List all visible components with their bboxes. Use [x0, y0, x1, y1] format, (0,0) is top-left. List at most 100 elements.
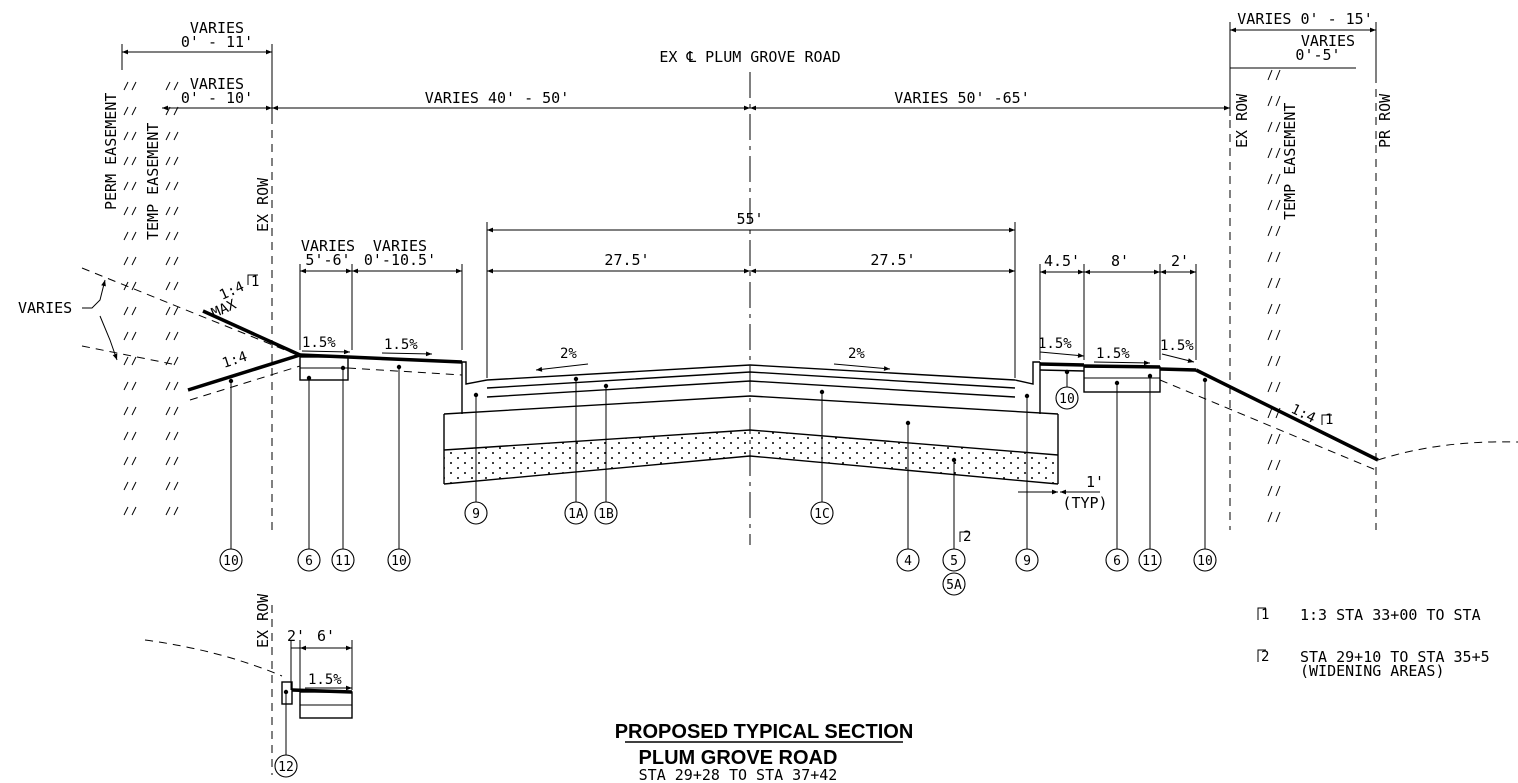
callout-5-label: 5 [950, 554, 958, 569]
flag-right-slope: 1 [1325, 412, 1333, 428]
dim-typ-1: 1' [1086, 473, 1104, 491]
dim-left-top-range: 0' - 11' [181, 33, 253, 51]
dim-varies-side: VARIES [18, 299, 72, 317]
callout-4: 4 [896, 548, 920, 572]
callout-6-a-label: 6 [305, 554, 313, 569]
callout-10-d-label: 10 [1197, 554, 1213, 569]
note-1-text: 1:3 STA 33+00 TO STA [1300, 606, 1481, 624]
callout-1c: 1C [810, 501, 834, 525]
easement-hatch-right [1267, 69, 1281, 523]
callout-1a: 1A [564, 501, 588, 525]
dim-right-sub-varies: VARIES [1301, 32, 1355, 50]
callout-10-c-label: 10 [1059, 392, 1075, 407]
callout-1c-label: 1C [814, 507, 830, 522]
callout-12-label: 12 [278, 760, 294, 775]
title-road: PLUM GROVE ROAD [639, 747, 838, 769]
dim-left-half: VARIES 40' - 50' [425, 89, 570, 107]
dim-pavement-total: 55' [736, 210, 763, 228]
section-dimensions: 55' 27.5' 27.5' VARIES 5'-6' VARIES 0'-1… [18, 210, 1197, 512]
slope-left-low: 1:4 [220, 349, 249, 372]
dim-typ: (TYP) [1062, 494, 1107, 512]
row-lines [271, 75, 1377, 775]
dim-right-sub-range: 0'-5' [1295, 46, 1340, 64]
callout-10-a: 10 [219, 548, 243, 572]
callout-4-label: 4 [904, 554, 912, 569]
callout-11-a: 11 [331, 548, 355, 572]
slope-left-max-word: MAX [209, 297, 239, 322]
slope-right-curb: 1.5% [1038, 336, 1072, 352]
label-ex-row-left: EX ROW [254, 177, 272, 232]
slope-parkway-left: 1.5% [384, 337, 418, 353]
dim-lane-right: 27.5' [870, 251, 915, 269]
callout-9-b-label: 9 [1023, 554, 1031, 569]
callout-10-d: 10 [1193, 548, 1217, 572]
slope-detail: 1.5% [308, 672, 342, 688]
label-temp-easement-right: TEMP EASEMENT [1281, 103, 1299, 220]
note-2-text: STA 29+10 TO STA 35+5 [1300, 648, 1490, 666]
callouts: 10 6 11 10 9 1A 1B 1C 4 5 5A 9 6 11 10 10 12 [219, 364, 1217, 778]
callout-10-a-label: 10 [223, 554, 239, 569]
slope-labels: 1:4 MAX 1:4 1.5% 1.5% 2% 2% 1.5% 1.5% 1.… [209, 279, 1318, 427]
slope-pave-right: 2% [848, 346, 865, 362]
dim-left-mid-varies: VARIES [190, 75, 244, 93]
callout-9-a-label: 9 [472, 507, 480, 522]
dim-r-8: 8' [1111, 252, 1129, 270]
label-temp-easement-left: TEMP EASEMENT [144, 123, 162, 240]
dim-lane-left: 27.5' [604, 251, 649, 269]
dim-detail-2: 2' [287, 627, 305, 645]
slope-sidewalk-left: 1.5% [302, 335, 336, 351]
callout-11-a-label: 11 [335, 554, 351, 569]
callout-6-b-label: 6 [1113, 554, 1121, 569]
title-block: PROPOSED TYPICAL SECTION PLUM GROVE ROAD… [615, 721, 914, 783]
slope-right-shoulder: 1.5% [1160, 338, 1194, 354]
detail-section: 2' 6' 1.5% [144, 627, 353, 719]
callout-5a: 5A [942, 572, 966, 596]
dim-r-45: 4.5' [1044, 252, 1080, 270]
flag-subbase: 2 [963, 529, 971, 545]
slope-pave-left: 2% [560, 346, 577, 362]
dim-parkway-range: 0'-10.5' [364, 251, 436, 269]
callout-1b-label: 1B [598, 507, 614, 522]
dim-detail-6: 6' [317, 627, 335, 645]
note-2-text2: (WIDENING AREAS) [1300, 662, 1445, 680]
dim-left-top-varies: VARIES [190, 19, 244, 37]
dim-right-top: VARIES 0' - 15' [1237, 10, 1372, 28]
callout-1a-label: 1A [568, 507, 584, 522]
top-dimensions: VARIES 0' - 11' VARIES 0' - 10' VARIES 4… [121, 10, 1377, 116]
label-pr-row: PR ROW [1376, 93, 1394, 148]
label-ex-row-right: EX ROW [1233, 93, 1251, 148]
callout-9-b: 9 [1015, 548, 1039, 572]
note-2-flag: 2 [1261, 649, 1269, 665]
dim-left-mid-range: 0' - 10' [181, 89, 253, 107]
callout-11-b-label: 11 [1142, 554, 1158, 569]
dim-r-2: 2' [1171, 252, 1189, 270]
dim-sidewalk-varies: VARIES [301, 237, 355, 255]
title-main: PROPOSED TYPICAL SECTION [615, 721, 914, 743]
label-perm-easement: PERM EASEMENT [102, 93, 120, 210]
callout-10-b-label: 10 [391, 554, 407, 569]
flag-left-slope: 1 [251, 274, 259, 290]
centerline-label: EX ℄ PLUM GROVE ROAD [659, 48, 840, 66]
callout-5: 5 [942, 548, 966, 572]
easement-hatch-left [123, 81, 179, 516]
slope-right-walk: 1.5% [1096, 346, 1130, 362]
callout-10-c: 10 [1055, 386, 1079, 410]
dim-sidewalk-range: 5'-6' [305, 251, 350, 269]
dim-right-half: VARIES 50' -65' [894, 89, 1029, 107]
dim-parkway-varies: VARIES [373, 237, 427, 255]
cross-section [81, 267, 1518, 485]
callout-6-a: 6 [297, 548, 321, 572]
callout-5a-label: 5A [946, 578, 962, 593]
notes: 1 1:3 STA 33+00 TO STA 2 STA 29+10 TO ST… [1257, 606, 1490, 680]
title-station: STA 29+28 TO STA 37+42 [639, 766, 838, 783]
callout-1b: 1B [594, 501, 618, 525]
callout-9-a: 9 [464, 501, 488, 525]
flag-markers: 1 1 2 [247, 274, 1333, 545]
callout-10-b: 10 [387, 548, 411, 572]
callout-11-b: 11 [1138, 548, 1162, 572]
label-ex-row-detail: EX ROW [254, 593, 272, 648]
callout-12: 12 [274, 754, 298, 778]
callout-6-b: 6 [1105, 548, 1129, 572]
note-1-flag: 1 [1261, 607, 1269, 623]
